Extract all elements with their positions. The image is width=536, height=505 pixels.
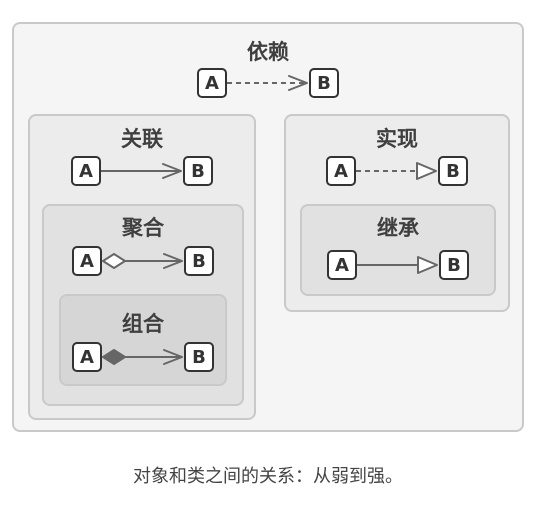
composition-row: A B bbox=[61, 342, 225, 372]
aggregation-head-arrow bbox=[163, 253, 183, 269]
diagram-caption: 对象和类之间的关系：从弱到强。 bbox=[133, 466, 403, 487]
inheritance-edge bbox=[357, 256, 438, 274]
dependency-edge bbox=[227, 75, 308, 91]
inheritance-title: 继承 bbox=[377, 216, 419, 240]
association-class-b: B bbox=[183, 156, 213, 186]
aggregation-box: 聚合 A B 组合 A B bbox=[42, 204, 244, 406]
aggregation-title: 聚合 bbox=[122, 216, 164, 240]
realization-class-a: A bbox=[326, 156, 356, 186]
association-head-arrow bbox=[162, 163, 182, 179]
inheritance-row: A B bbox=[302, 250, 494, 280]
association-box: 关联 A B 聚合 A B 组合 A B bbox=[28, 114, 256, 420]
realization-class-b: B bbox=[438, 156, 468, 186]
inheritance-class-a: A bbox=[327, 250, 357, 280]
dependency-title: 依赖 bbox=[247, 40, 289, 64]
composition-class-a: A bbox=[72, 342, 102, 372]
aggregation-class-b: B bbox=[184, 246, 214, 276]
aggregation-tail-diamond bbox=[102, 253, 126, 269]
realization-head-triangle bbox=[416, 162, 437, 180]
association-title: 关联 bbox=[121, 127, 163, 151]
inheritance-class-b: B bbox=[439, 250, 469, 280]
association-edge bbox=[101, 163, 182, 179]
composition-box: 组合 A B bbox=[59, 294, 227, 386]
realization-row: A B bbox=[286, 156, 508, 186]
realization-edge bbox=[356, 162, 437, 180]
aggregation-row: A B bbox=[44, 246, 242, 276]
dependency-class-b: B bbox=[309, 68, 339, 98]
dependency-head-arrow bbox=[288, 75, 308, 91]
aggregation-class-a: A bbox=[72, 246, 102, 276]
composition-edge bbox=[102, 349, 183, 365]
dependency-class-a: A bbox=[197, 68, 227, 98]
composition-head-arrow bbox=[163, 349, 183, 365]
inheritance-head-triangle bbox=[417, 256, 438, 274]
dependency-row: A B bbox=[14, 68, 522, 98]
realization-title: 实现 bbox=[376, 127, 418, 151]
composition-tail-diamond bbox=[102, 349, 126, 365]
composition-class-b: B bbox=[184, 342, 214, 372]
association-class-a: A bbox=[71, 156, 101, 186]
composition-title: 组合 bbox=[122, 312, 164, 336]
dependency-box: 依赖 A B 关联 A B 聚合 A B 组合 A bbox=[12, 22, 524, 432]
realization-box: 实现 A B 继承 A B bbox=[284, 114, 510, 312]
inheritance-box: 继承 A B bbox=[300, 204, 496, 296]
association-row: A B bbox=[30, 156, 254, 186]
aggregation-edge bbox=[102, 253, 183, 269]
